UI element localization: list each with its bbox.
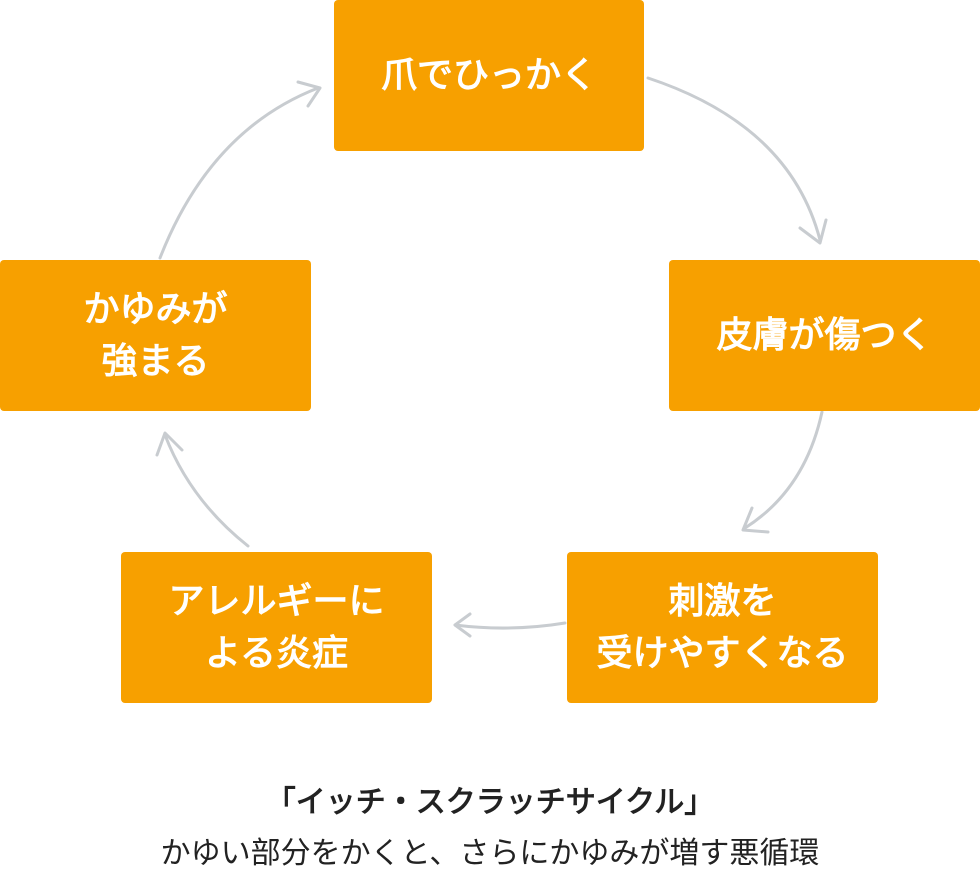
arrow-stimulus-to-allergy <box>453 621 567 630</box>
step-itch-stronger-label-line2: 強まる <box>101 340 210 382</box>
step-allergy-label-line2: よる炎症 <box>205 632 348 674</box>
step-scratch-label: 爪でひっかく <box>380 54 597 96</box>
arrow-head-stimulus <box>741 506 770 534</box>
step-itch-stronger-label-line1: かゆみが <box>83 288 228 330</box>
step-allergy: アレルギーに よる炎症 <box>121 552 432 703</box>
step-skin-damaged-label: 皮膚が傷つく <box>716 314 933 356</box>
step-itch-stronger: かゆみが 強まる <box>0 260 311 411</box>
arrow-head-skin <box>798 218 828 245</box>
step-stimulus-label-line2: 受けやすくなる <box>596 632 849 674</box>
arrow-head-scratch <box>296 80 322 108</box>
step-skin-damaged: 皮膚が傷つく <box>669 260 980 411</box>
arrow-skin-to-stimulus <box>743 410 824 530</box>
arrow-head-allergy <box>453 612 472 638</box>
arrow-head-itch <box>155 431 184 457</box>
step-stimulus: 刺激を 受けやすくなる <box>567 552 878 703</box>
step-allergy-label-line1: アレルギーに <box>168 580 385 622</box>
arrow-allergy-to-itch <box>163 433 250 548</box>
arrow-itch-to-scratch <box>158 86 320 260</box>
arrow-scratch-to-skin <box>646 76 822 242</box>
caption-title: 「イッチ・スクラッチサイクル」 <box>265 785 715 820</box>
caption-subtitle: かゆい部分をかくと、さらにかゆみが増す悪循環 <box>160 836 820 871</box>
step-stimulus-label-line1: 刺激を <box>668 580 777 622</box>
step-scratch: 爪でひっかく <box>334 0 644 151</box>
